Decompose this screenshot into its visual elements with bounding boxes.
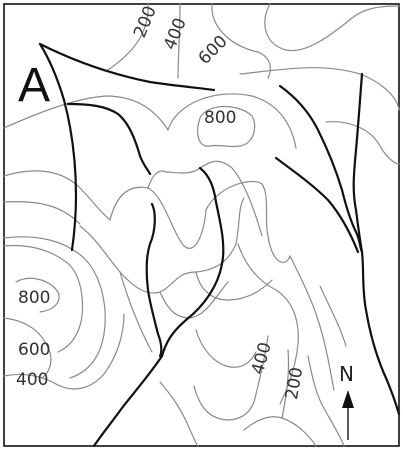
stream-line	[66, 102, 152, 176]
contour-line	[103, 313, 125, 375]
contour-line	[167, 93, 297, 149]
contour-line	[147, 170, 167, 189]
stream-line	[92, 354, 164, 448]
contour-line	[307, 355, 345, 447]
contour-line	[279, 343, 299, 405]
contour-line	[109, 186, 207, 249]
contour-line	[3, 244, 84, 353]
north-arrow	[342, 390, 354, 440]
stream-network	[38, 42, 401, 448]
contour-line	[3, 236, 106, 379]
panel-letter: A	[18, 59, 51, 112]
contour-label-800-center: 800	[204, 108, 237, 128]
contour-line	[119, 271, 153, 353]
stream-line	[38, 42, 78, 252]
stream-line	[352, 72, 364, 254]
contour-line	[205, 180, 291, 263]
stream-line	[360, 250, 401, 416]
contour-line	[289, 255, 335, 391]
contour-line	[3, 201, 81, 225]
stream-line	[160, 166, 225, 358]
contour-line	[281, 349, 290, 419]
stream-line	[38, 42, 216, 92]
north-arrow-head	[342, 390, 354, 408]
contour-line	[159, 381, 199, 447]
contour-line	[195, 329, 257, 368]
stream-line	[278, 84, 364, 254]
contour-line	[211, 3, 271, 79]
stream-line	[274, 156, 360, 254]
contour-line	[177, 3, 181, 79]
contour-line	[79, 225, 237, 294]
contour-line	[239, 67, 400, 111]
contour-line	[3, 170, 111, 221]
contour-line	[325, 121, 400, 165]
contour-line	[243, 416, 317, 447]
contour-line	[3, 95, 169, 131]
contour-label-400-left: 400	[16, 370, 49, 390]
contour-line	[237, 243, 299, 345]
contour-label-600-left: 600	[18, 340, 51, 360]
contour-line	[255, 335, 269, 395]
contour-line	[264, 3, 400, 52]
contour-line	[3, 317, 52, 379]
contour-line	[3, 373, 105, 390]
contour-line	[319, 285, 347, 347]
contour-line	[195, 271, 273, 301]
contour-line	[165, 160, 263, 237]
contour-line	[193, 385, 257, 421]
stream-line	[145, 202, 163, 358]
contour-line	[107, 3, 149, 71]
contour-line	[15, 277, 60, 313]
contour-line	[235, 197, 245, 245]
north-arrow-label: N	[339, 362, 354, 386]
map-frame	[3, 3, 400, 447]
contour-line	[197, 106, 256, 148]
contour-label-800-left: 800	[18, 288, 51, 308]
